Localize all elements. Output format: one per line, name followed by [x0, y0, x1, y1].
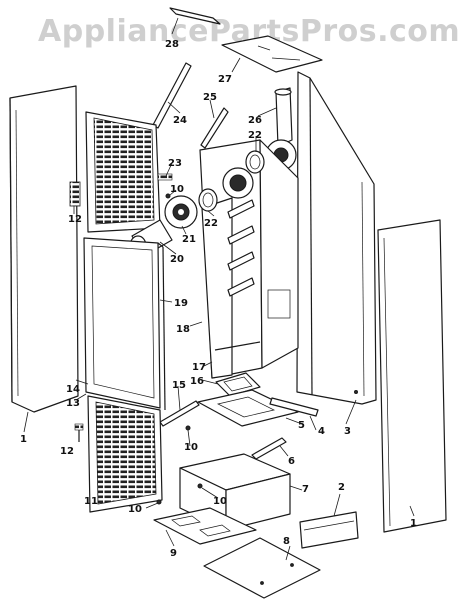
callout-23: 23: [168, 158, 182, 169]
part-9-floor-plate: [153, 507, 257, 545]
callout-24: 24: [173, 115, 187, 126]
callout-22a: 22: [248, 130, 262, 141]
callout-10a: 10: [170, 184, 184, 195]
callout-7: 7: [302, 484, 309, 495]
callout-4: 4: [318, 426, 325, 437]
callout-3: 3: [344, 426, 351, 437]
callout-10b: 10: [184, 442, 198, 453]
part-28-top-strip: [169, 7, 221, 25]
callout-22b: 22: [204, 218, 218, 229]
part-19-access-panel: [83, 237, 166, 411]
callout-21: 21: [182, 234, 196, 245]
callout-13: 13: [66, 398, 80, 409]
part-1-right-panel: [377, 219, 447, 533]
part-15-rod: [159, 400, 200, 427]
heat-exchanger-body: [199, 139, 299, 379]
part-22-gasket-upper: [245, 150, 265, 174]
callout-17: 17: [192, 362, 206, 373]
part-8-bottom-plate: [203, 537, 321, 599]
callout-1a: 1: [20, 434, 27, 445]
part-7-base-box: [179, 453, 291, 531]
screw-10-upper: [165, 193, 171, 199]
callout-26: 26: [248, 115, 262, 126]
callout-16: 16: [190, 376, 204, 387]
callout-25: 25: [203, 92, 217, 103]
callout-28: 28: [165, 39, 179, 50]
callout-14: 14: [66, 384, 80, 395]
part-12-spring: [69, 181, 81, 207]
callout-27: 27: [218, 74, 232, 85]
part-1-left-panel: [9, 85, 79, 413]
part-22-gasket-lower: [198, 188, 218, 212]
part-4-rail: [269, 397, 319, 417]
callout-10d: 10: [128, 504, 142, 515]
callout-labels: 28 27 25 24 26 22 23 10 22 21 20 19 18 1…: [20, 39, 417, 559]
callout-15: 15: [172, 380, 186, 391]
part-3-side-panel: [296, 71, 377, 405]
callout-2: 2: [338, 482, 345, 493]
callout-20: 20: [170, 254, 184, 265]
screw-10-mid: [185, 425, 191, 431]
callout-19: 19: [174, 298, 188, 309]
part-21-blower-wheel: [164, 195, 198, 229]
part-23-spring: [157, 173, 173, 181]
callout-1b: 1: [410, 518, 417, 529]
callout-18: 18: [176, 324, 190, 335]
part-12-bolt: [74, 423, 84, 442]
part-27-top-plate: [221, 35, 323, 73]
callout-10c: 10: [213, 496, 227, 507]
part-6-rod: [251, 437, 287, 460]
part-25-rod: [200, 107, 229, 149]
callout-12a: 12: [68, 214, 82, 225]
callout-12b: 12: [60, 446, 74, 457]
callout-5: 5: [298, 420, 305, 431]
part-5-burner-tray: [197, 389, 299, 427]
part-11-lower-louvered-panel: [87, 395, 163, 513]
callout-11: 11: [84, 496, 98, 507]
upper-louvered-panel: [85, 111, 161, 233]
screw-10-box: [197, 483, 203, 489]
callout-8: 8: [283, 536, 290, 547]
callout-9: 9: [170, 548, 177, 559]
leader-lines: [23, 17, 415, 561]
callout-6: 6: [288, 456, 295, 467]
part-2-bracket: [299, 511, 359, 549]
